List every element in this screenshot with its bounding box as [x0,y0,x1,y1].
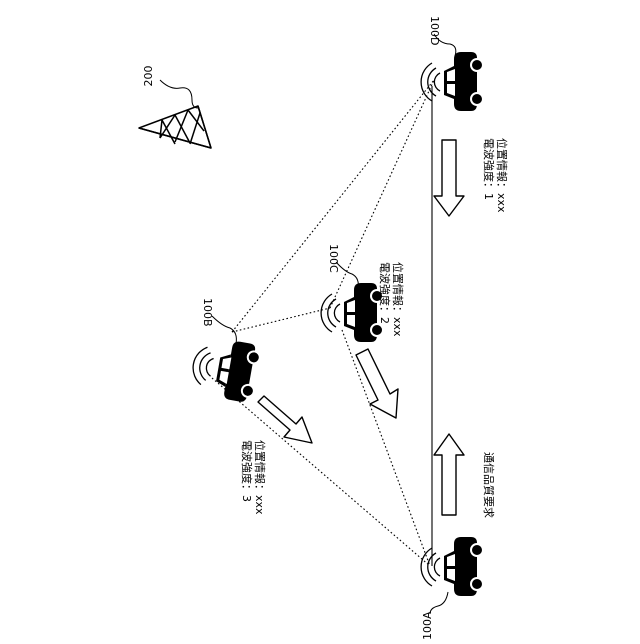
communication-quality-request-label: 通信品質要求 [482,452,496,518]
vehicle-c-position-info: 位置情報：xxx [391,262,405,337]
vehicle-d-down-arrow [434,140,464,216]
vehicle-c: 100C 電波強度：2 位置情報：xxx [321,244,405,418]
car-icon [344,283,383,342]
tower: 200 [139,66,211,149]
vehicle-d-signal-strength: 電波強度：1 [482,138,496,200]
vehicle-b-ref-label: 100B [201,298,214,327]
tower-icon [139,106,211,148]
vehicle-d-position-info: 位置情報：xxx [495,138,509,213]
vehicle-a-ref-label: 100A [421,611,434,640]
vehicle-c-signal-strength: 電波強度：2 [378,262,392,324]
vehicle-c-ref-label: 100C [327,244,340,273]
vehicle-b-position-info: 位置情報：xxx [253,440,267,515]
vehicle-d-ref-label: 100D [428,16,441,45]
vehicle-b: 100B 電波強度：3 位置情報：xxx [190,298,312,515]
tower-ref-label: 200 [142,66,155,87]
car-icon [444,52,483,111]
signal-wave-icon [321,294,340,332]
car-icon [444,537,483,596]
line-b-c [232,308,330,332]
request-up-arrow [434,434,464,515]
vehicle-b-leader-line [212,316,236,344]
signal-wave-icon [421,63,440,101]
vehicle-a-leader-line [430,592,448,614]
signal-wave-icon [190,345,215,386]
tower-leader-line [160,80,198,108]
line-c-a [342,330,430,566]
vehicle-b-signal-strength: 電波強度：3 [240,440,254,502]
signal-wave-icon [421,548,440,586]
vehicle-b-move-arrow [258,396,312,443]
car-icon [213,339,262,404]
vehicle-d: 100D 電波強度：1 位置情報：xxx [421,16,509,216]
